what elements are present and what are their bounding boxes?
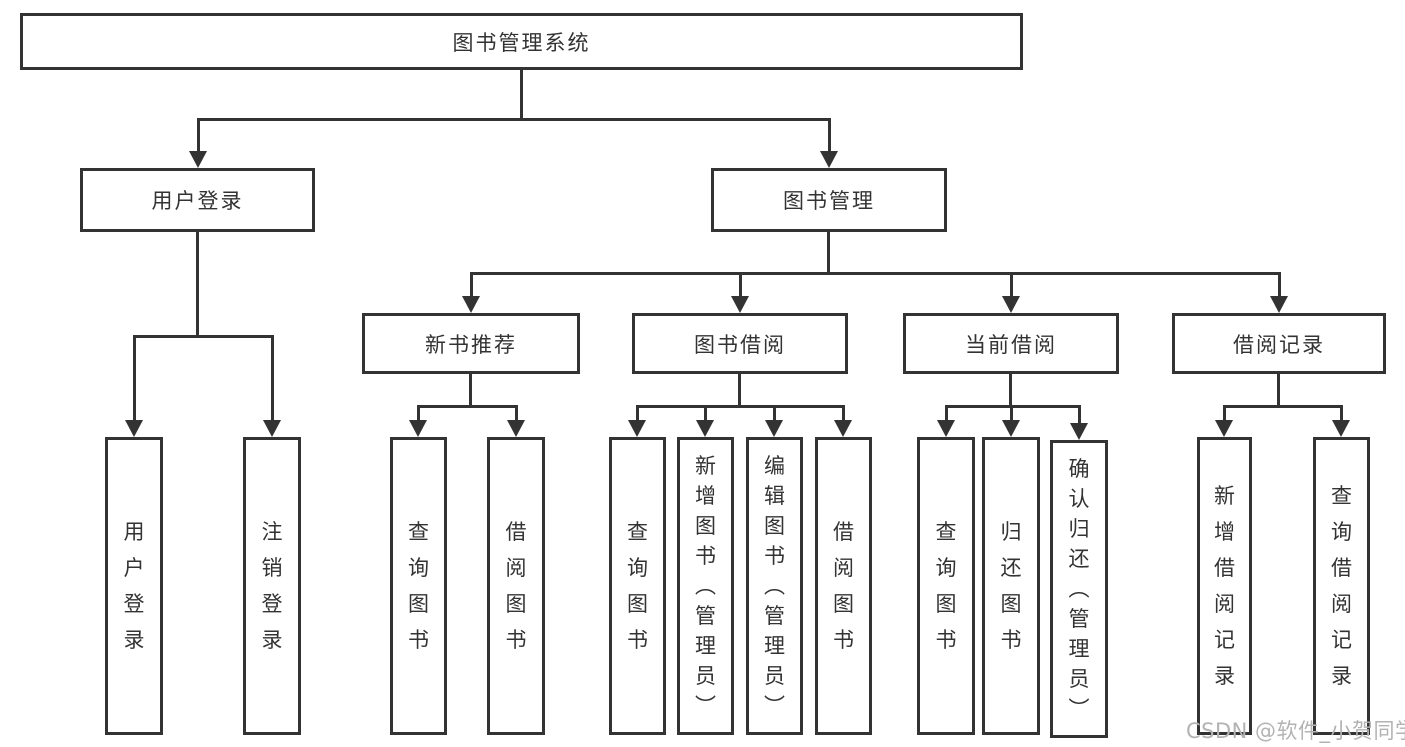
leaf-add-borrow-record: 新增借阅记录 xyxy=(1197,437,1252,735)
leaf-user-login: 用户登录 xyxy=(105,437,163,735)
node-label: 新书推荐 xyxy=(425,332,517,357)
connector-line xyxy=(133,335,274,338)
arrow-down-icon xyxy=(1002,272,1020,313)
arrow-down-icon xyxy=(1002,405,1020,437)
node-label: 确认归还︵管理员︶ xyxy=(1068,457,1090,721)
arrow-down-icon xyxy=(1070,405,1088,440)
node-current-borrowing: 当前借阅 xyxy=(903,313,1119,374)
leaf-logout: 注销登录 xyxy=(243,437,301,735)
connector-line xyxy=(1009,374,1012,405)
node-label: 新增图书︵管理员︶ xyxy=(695,454,716,718)
node-label: 图书借阅 xyxy=(694,332,786,357)
node-label: 借阅图书 xyxy=(833,520,854,652)
node-label: 图书管理 xyxy=(783,189,875,213)
node-label: 查询图书 xyxy=(627,520,648,652)
node-label: 归还图书 xyxy=(1000,520,1022,652)
leaf-query-books-current: 查询图书 xyxy=(917,437,975,735)
node-label: 注销登录 xyxy=(261,520,283,652)
leaf-edit-books-admin: 编辑图书︵管理员︶ xyxy=(746,437,803,735)
connector-line xyxy=(827,232,830,272)
arrow-down-icon xyxy=(1270,272,1288,313)
node-user-login-branch: 用户登录 xyxy=(80,168,315,232)
leaf-query-books-recommend: 查询图书 xyxy=(390,437,447,735)
connector-line xyxy=(470,272,1281,275)
leaf-confirm-return-admin: 确认归还︵管理员︶ xyxy=(1050,440,1108,738)
node-new-book-recommend: 新书推荐 xyxy=(362,313,580,374)
arrow-down-icon xyxy=(731,272,749,313)
arrow-down-icon xyxy=(263,335,281,437)
leaf-borrow-books-recommend: 借阅图书 xyxy=(487,437,545,735)
leaf-return-books: 归还图书 xyxy=(982,437,1040,735)
node-label: 用户登录 xyxy=(123,520,145,652)
connector-line xyxy=(1224,405,1343,408)
arrow-down-icon xyxy=(462,272,480,313)
node-label: 新增借阅记录 xyxy=(1214,484,1235,688)
connector-line xyxy=(738,374,741,405)
node-label: 查询图书 xyxy=(935,520,957,652)
arrow-down-icon xyxy=(834,405,852,437)
leaf-add-books-admin: 新增图书︵管理员︶ xyxy=(677,437,734,735)
arrow-down-icon xyxy=(937,405,955,437)
arrow-down-icon xyxy=(507,405,525,437)
node-label: 用户登录 xyxy=(151,189,244,213)
connector-line xyxy=(196,232,199,335)
node-label: 编辑图书︵管理员︶ xyxy=(764,454,785,718)
arrow-down-icon xyxy=(409,405,427,437)
arrow-down-icon xyxy=(765,405,783,437)
arrow-down-icon xyxy=(1215,405,1233,437)
leaf-borrow-books-borrowing: 借阅图书 xyxy=(815,437,872,735)
connector-line xyxy=(469,374,472,405)
arrow-down-icon xyxy=(125,335,143,437)
node-book-management-branch: 图书管理 xyxy=(711,168,947,232)
connector-line xyxy=(197,118,831,121)
node-book-borrowing: 图书借阅 xyxy=(632,313,848,374)
arrow-down-icon xyxy=(696,405,714,437)
connector-line xyxy=(1277,374,1280,405)
node-label: 当前借阅 xyxy=(965,332,1057,357)
connector-line xyxy=(520,70,523,118)
node-label: 借阅记录 xyxy=(1233,332,1325,357)
node-label: 查询借阅记录 xyxy=(1331,484,1352,688)
connector-line xyxy=(946,405,1081,408)
node-label: 图书管理系统 xyxy=(452,30,591,55)
arrow-down-icon xyxy=(628,405,646,437)
node-library-management-system: 图书管理系统 xyxy=(20,13,1023,70)
connector-line xyxy=(418,405,518,408)
csdn-watermark: CSDN @软件_小贺同学 xyxy=(1186,719,1405,743)
node-borrowing-records: 借阅记录 xyxy=(1172,313,1386,374)
arrow-down-icon xyxy=(189,118,207,168)
arrow-down-icon xyxy=(820,118,838,168)
arrow-down-icon xyxy=(1332,405,1350,437)
leaf-query-borrow-record: 查询借阅记录 xyxy=(1313,437,1370,735)
node-label: 借阅图书 xyxy=(505,520,527,652)
leaf-query-books-borrowing: 查询图书 xyxy=(609,437,666,735)
node-label: 查询图书 xyxy=(408,520,429,652)
connector-line xyxy=(637,405,845,408)
